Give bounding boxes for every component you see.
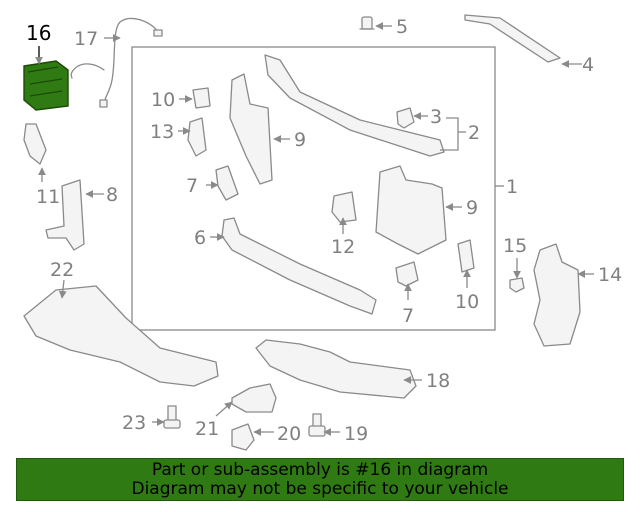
part-14-side-bracket[interactable]	[533, 243, 581, 347]
part-23-bolt[interactable]	[163, 405, 181, 429]
callout-4[interactable]: 4	[582, 54, 594, 76]
callout-10-right[interactable]: 10	[455, 291, 479, 313]
part-9-bracket-right[interactable]	[375, 165, 447, 255]
callout-9-right[interactable]: 9	[466, 197, 478, 219]
part-10-pad-left[interactable]	[192, 87, 211, 109]
callout-11[interactable]: 11	[36, 186, 60, 208]
part-7-bracket-left[interactable]	[215, 165, 239, 201]
callout-23[interactable]: 23	[122, 412, 146, 434]
part-6-lower-support[interactable]	[221, 217, 377, 315]
part-12-bracket[interactable]	[331, 191, 357, 223]
banner-line-2: Diagram may not be specific to your vehi…	[131, 478, 509, 499]
callout-18[interactable]: 18	[426, 370, 450, 392]
banner-line-1: Part or sub-assembly is #16 in diagram	[151, 459, 489, 480]
callout-21[interactable]: 21	[195, 418, 219, 440]
callout-8[interactable]: 8	[106, 184, 118, 206]
part-15-clip[interactable]	[509, 277, 525, 293]
callout-10-left[interactable]: 10	[151, 89, 175, 111]
part-8-post[interactable]	[45, 179, 85, 251]
callout-7-left[interactable]: 7	[186, 175, 198, 197]
part-13-bracket[interactable]	[187, 117, 207, 157]
part-10-pad-right[interactable]	[457, 239, 475, 273]
part-19-bolt[interactable]	[308, 413, 326, 437]
callout-22[interactable]: 22	[50, 259, 74, 281]
part-18-undercover[interactable]	[255, 339, 417, 399]
part-7-bracket-right[interactable]	[395, 261, 419, 287]
part-5-clip[interactable]	[359, 16, 375, 30]
part-22-shield[interactable]	[23, 285, 219, 387]
callout-5[interactable]: 5	[396, 16, 408, 38]
part-3-bracket[interactable]	[396, 107, 415, 129]
callout-19[interactable]: 19	[344, 423, 368, 445]
callout-20[interactable]: 20	[277, 423, 301, 445]
callout-2[interactable]: 2	[468, 122, 480, 144]
callout-12[interactable]: 12	[331, 236, 355, 258]
part-16-module[interactable]	[23, 60, 69, 111]
part-17-cable[interactable]	[70, 17, 163, 108]
callout-7-right[interactable]: 7	[402, 305, 414, 327]
callout-6[interactable]: 6	[194, 227, 206, 249]
callout-16[interactable]: 16	[26, 21, 51, 45]
part-9-bracket-left[interactable]	[229, 73, 273, 185]
leader-lines	[35, 22, 594, 436]
callout-1[interactable]: 1	[506, 176, 518, 198]
callout-3[interactable]: 3	[430, 106, 442, 128]
assembly-box	[131, 46, 496, 331]
part-2-upper-support[interactable]	[264, 54, 445, 157]
callout-17[interactable]: 17	[74, 28, 98, 50]
part-20-bracket[interactable]	[231, 423, 255, 451]
part-4-seal[interactable]	[464, 14, 561, 63]
callout-14[interactable]: 14	[598, 264, 622, 286]
info-banner: Part or sub-assembly is #16 in diagram D…	[16, 458, 624, 501]
callout-15[interactable]: 15	[503, 235, 527, 257]
callout-9-left[interactable]: 9	[294, 129, 306, 151]
part-11-bracket[interactable]	[23, 123, 47, 165]
callout-13[interactable]: 13	[150, 121, 174, 143]
part-21-bracket[interactable]	[231, 383, 277, 413]
